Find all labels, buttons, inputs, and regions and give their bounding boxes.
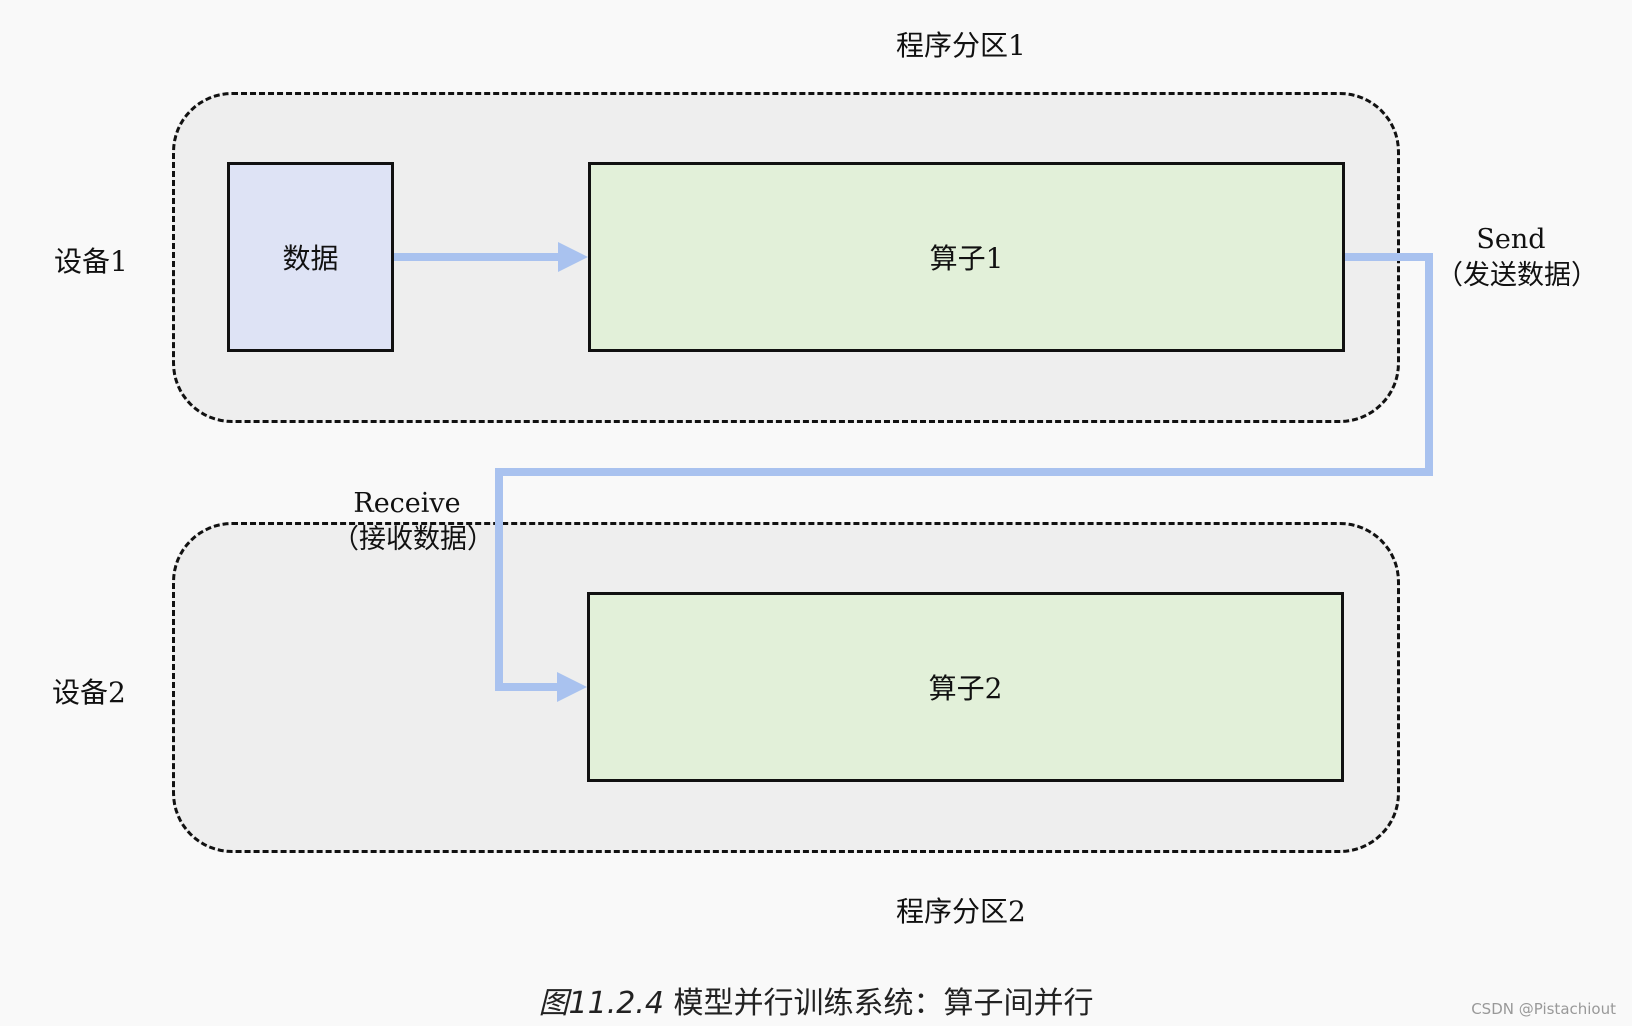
- device-1-label: 设备1: [54, 245, 128, 278]
- send-label-line1: Send: [1476, 224, 1546, 255]
- data-node-label: 数据: [282, 242, 339, 275]
- operator-1-label: 算子1: [929, 242, 1004, 275]
- device-2-label: 设备2: [52, 676, 126, 709]
- receive-label: Receive （接收数据）: [332, 486, 494, 558]
- send-label-line2: （发送数据）: [1436, 260, 1598, 291]
- figure-caption: 图11.2.4 模型并行训练系统：算子间并行: [0, 978, 1632, 1022]
- partition-2-label: 程序分区2: [896, 895, 1026, 928]
- send-label: Send （发送数据）: [1436, 222, 1598, 294]
- watermark: CSDN @Pistachiout: [1471, 1000, 1616, 1018]
- caption-figure-number: 图11.2.4: [538, 986, 664, 1021]
- partition-1-label: 程序分区1: [896, 29, 1026, 62]
- operator-2-label: 算子2: [928, 672, 1003, 705]
- operator-1-node: 算子1: [588, 162, 1345, 352]
- operator-2-node: 算子2: [587, 592, 1344, 782]
- receive-label-line2: （接收数据）: [332, 524, 494, 555]
- receive-label-line1: Receive: [353, 488, 461, 519]
- caption-text: 模型并行训练系统：算子间并行: [673, 986, 1094, 1021]
- data-node: 数据: [227, 162, 394, 352]
